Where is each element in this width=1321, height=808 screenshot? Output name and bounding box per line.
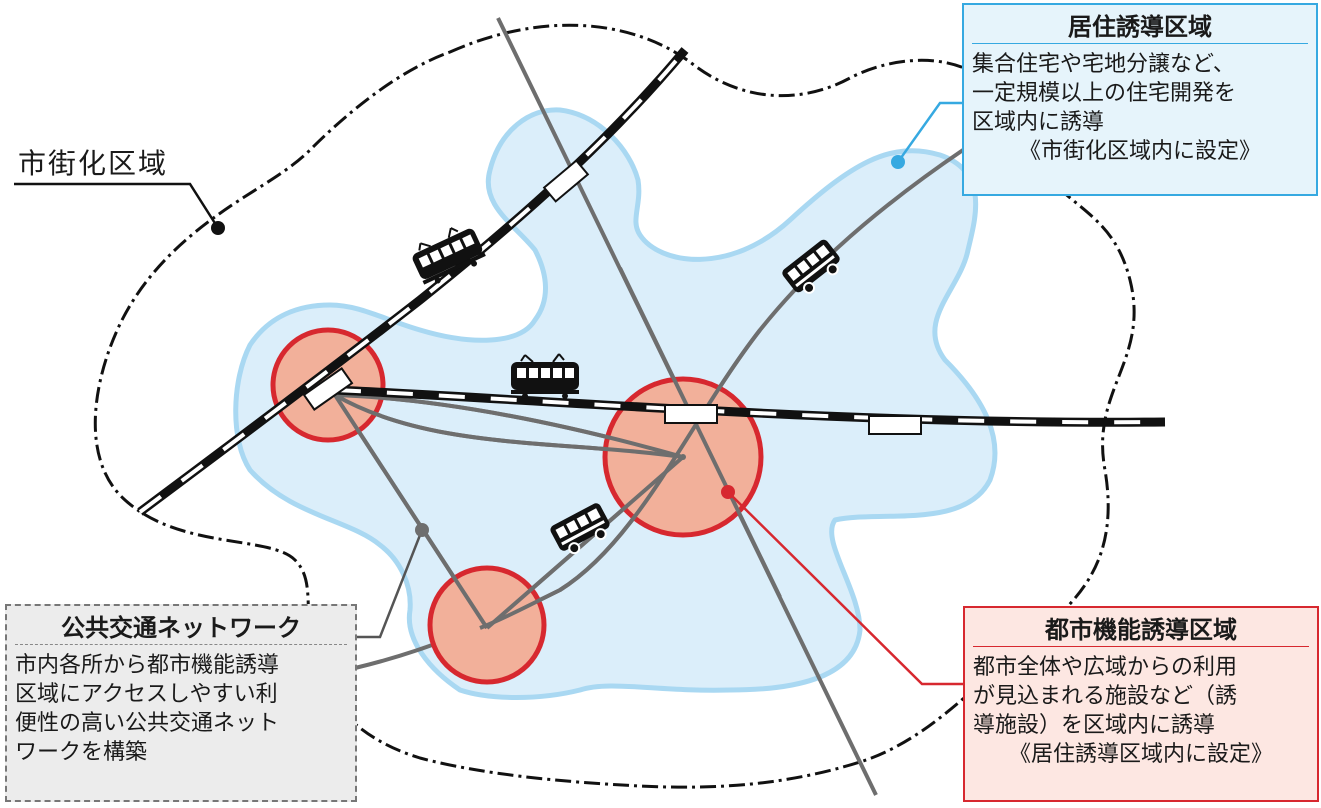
transit-line-2: 区域にアクセスしやすい利 xyxy=(15,682,278,707)
urbanization-area-boundary xyxy=(93,23,1136,789)
gray-line-west-center-top-2 xyxy=(334,393,684,459)
gray-line-center-south-top xyxy=(485,455,685,630)
residential-leader-dot xyxy=(891,155,905,169)
urban-function-callout: 都市機能誘導区域 都市全体や広域からの利用 が見込まれる施設など（誘 導施設）を… xyxy=(963,606,1319,802)
residential-inducement-callout: 居住誘導区域 集合住宅や宅地分譲など、 一定規模以上の住宅開発を 区域内に誘導 … xyxy=(962,3,1318,196)
transit-leader-dot xyxy=(415,523,429,537)
urban-function-title-rule xyxy=(973,646,1309,647)
station-west xyxy=(302,367,354,411)
network-node xyxy=(680,454,686,460)
transit-network-callout: 公共交通ネットワーク 市内各所から都市機能誘導 区域にアクセスしやすい利 便性の… xyxy=(5,604,357,802)
gray-line-northeast-top xyxy=(479,328,762,630)
transit-leader-line xyxy=(357,529,424,639)
residential-leader-line xyxy=(896,101,962,163)
urbanization-leader-dot xyxy=(211,221,225,235)
urbanization-area-label: 市街化区域 xyxy=(18,147,169,180)
gray-line-west-south-top xyxy=(333,393,489,630)
urban-function-title: 都市機能誘導区域 xyxy=(1045,616,1237,644)
transit-line-3: 便性の高い公共交通ネット xyxy=(15,711,280,736)
gray-line-west-center-top xyxy=(333,393,684,459)
stations xyxy=(302,159,922,435)
station-east xyxy=(868,415,922,435)
gray-line-north-south-top xyxy=(618,267,782,598)
residential-line-2: 一定規模以上の住宅開発を xyxy=(972,81,1237,106)
urban-function-line-1: 都市全体や広域からの利用 xyxy=(973,655,1238,680)
transit-title-rule xyxy=(15,644,347,645)
urban-function-leader-dot xyxy=(721,485,735,499)
residential-line-1: 集合住宅や宅地分譲など、 xyxy=(972,52,1235,77)
transit-line-4: ワークを構築 xyxy=(15,740,148,765)
residential-title: 居住誘導区域 xyxy=(1068,13,1212,41)
transit-title: 公共交通ネットワーク xyxy=(61,614,301,642)
residential-title-rule xyxy=(972,43,1308,44)
urban-function-line-2: が見込まれる施設など（誘 xyxy=(973,684,1238,709)
railway-diagonal xyxy=(138,48,687,514)
urban-function-leader-line xyxy=(727,491,963,686)
station-north xyxy=(542,159,590,203)
residential-line-3: 区域内に誘導 xyxy=(972,110,1105,135)
station-central xyxy=(664,404,718,424)
urbanization-leader-line xyxy=(14,182,220,229)
residential-note: 《市街化区域内に設定》 xyxy=(1018,139,1261,164)
urban-function-note: 《居住誘導区域内に設定》 xyxy=(1008,742,1273,767)
transit-line-1: 市内各所から都市機能誘導 xyxy=(15,653,280,678)
urban-function-line-3: 導施設）を区域内に誘導 xyxy=(973,713,1216,738)
transit-lines-over-circles xyxy=(333,267,782,630)
